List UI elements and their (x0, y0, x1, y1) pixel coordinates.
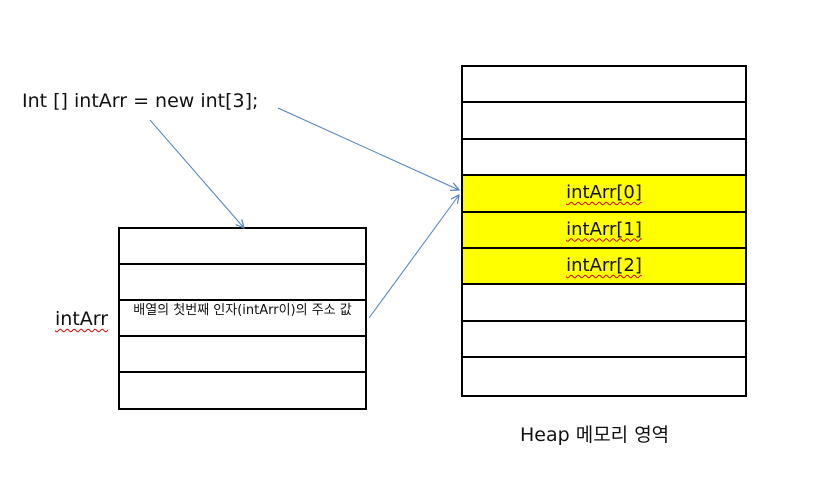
stack-memory-box: 배열의 첫번째 인자(intArr이)의 주소 값 (118, 227, 367, 410)
stack-cell (120, 265, 365, 301)
heap-cell-intarr-2: intArr[2] (463, 248, 745, 286)
arrow-code-to-stack (149, 119, 244, 228)
heap-caption: Heap 메모리 영역 (520, 424, 670, 446)
heap-cell-intarr-1: intArr[1] (463, 212, 745, 249)
heap-cell (463, 322, 745, 359)
heap-cell (463, 140, 745, 177)
code-line: Int [] intArr = new int[3]; (22, 90, 259, 112)
stack-cell (120, 337, 365, 373)
heap-cell (463, 67, 745, 104)
stack-variable-label: intArr (55, 308, 109, 330)
heap-cell-intarr-0: intArr[0] (463, 176, 745, 213)
stack-cell-address: 배열의 첫번째 인자(intArr이)의 주소 값 (120, 301, 365, 337)
heap-cell (463, 103, 745, 140)
stack-cell (120, 229, 365, 265)
heap-cell (463, 285, 745, 322)
heap-memory-box: intArr[0] intArr[1] intArr[2] (461, 65, 747, 397)
arrow-code-to-heap (277, 107, 459, 190)
arrow-stack-to-heap (368, 195, 459, 319)
